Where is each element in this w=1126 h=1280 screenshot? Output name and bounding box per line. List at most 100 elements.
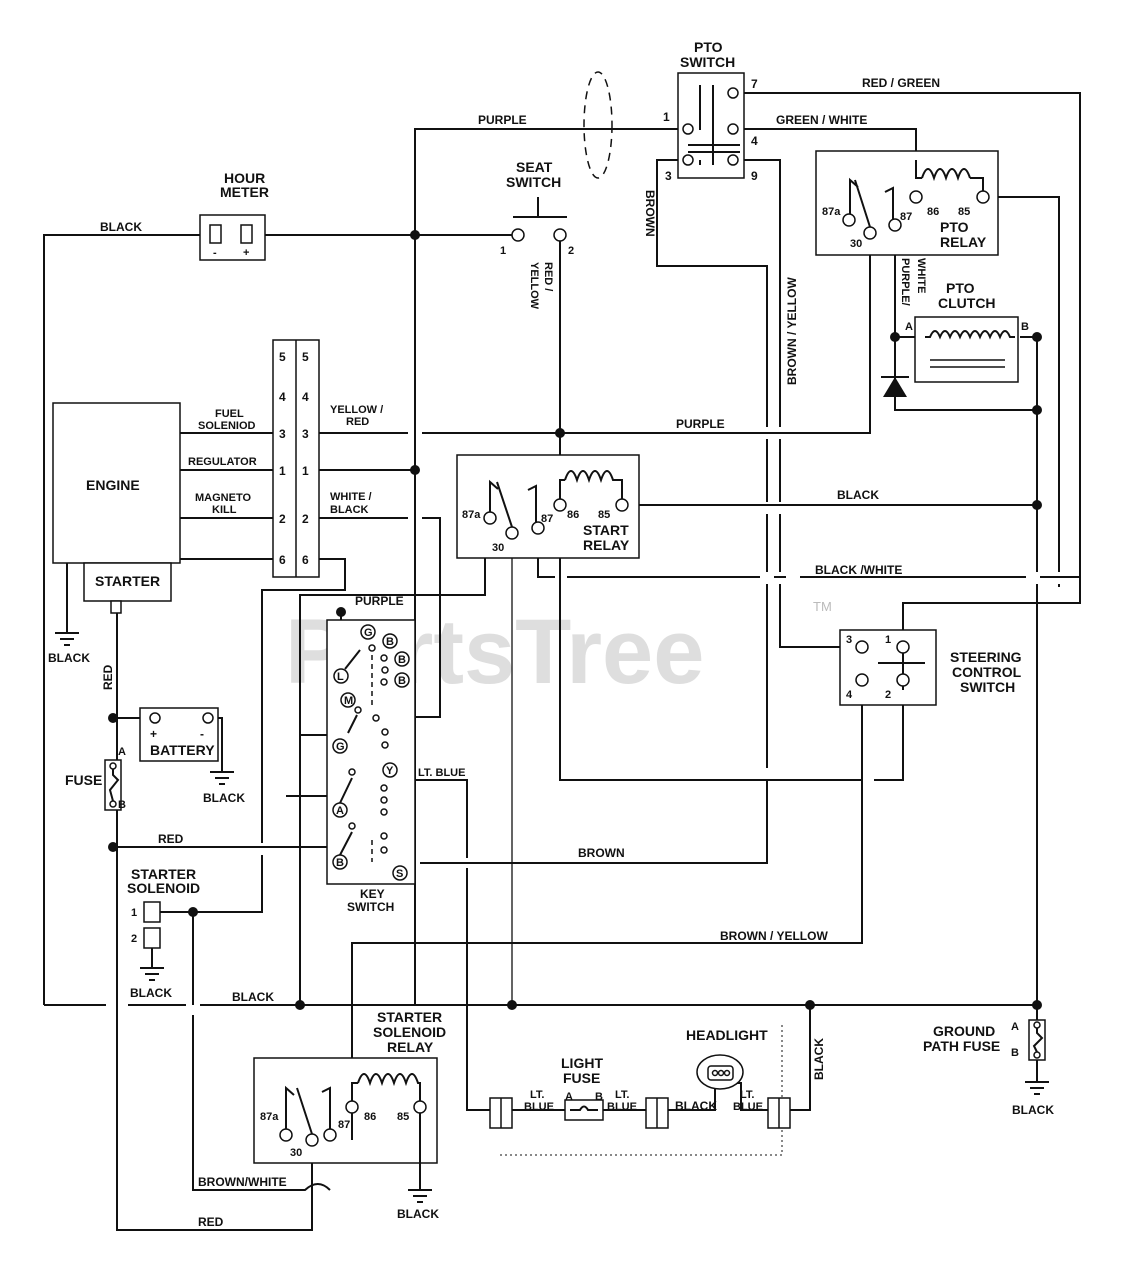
svg-text:5: 5 [279,350,286,364]
svg-text:87a: 87a [462,509,481,521]
wire-red-green [733,92,1081,644]
light-circuit: LT. BLUE LIGHT FUSE A B LT. BLUE BLACK H… [489,1027,826,1129]
svg-text:CLUTCH: CLUTCH [938,295,996,311]
svg-text:2: 2 [279,512,286,526]
svg-text:STEERING: STEERING [950,649,1022,665]
svg-text:RELAY: RELAY [940,234,987,250]
svg-text:PTO: PTO [946,280,975,296]
brown-key: BROWN [578,846,625,860]
svg-text:86: 86 [927,206,939,218]
svg-text:START: START [583,522,629,538]
svg-text:30: 30 [290,1147,302,1159]
svg-text:85: 85 [397,1111,409,1123]
svg-text:BLUE: BLUE [607,1101,637,1113]
svg-text:86: 86 [364,1111,376,1123]
svg-text:86: 86 [567,509,579,521]
svg-text:4: 4 [302,390,309,404]
black-white: BLACK /WHITE [815,563,902,577]
svg-text:87a: 87a [822,206,841,218]
svg-text:B: B [398,675,406,687]
svg-text:85: 85 [598,509,610,521]
svg-text:3: 3 [302,427,309,441]
red-fuse: RED [158,832,184,846]
brown-white: BROWN/WHITE [198,1175,287,1189]
red-vertical: RED [101,664,115,690]
wire-yellow-red [306,233,871,434]
svg-text:1: 1 [302,464,309,478]
svg-text:G: G [364,627,373,639]
svg-text:RELAY: RELAY [583,537,630,553]
black-headlight: BLACK [675,1099,717,1113]
green-white: GREEN / WHITE [776,113,867,127]
svg-text:METER: METER [220,184,269,200]
svg-text:BLUE: BLUE [524,1101,554,1113]
svg-text:A: A [905,321,913,333]
svg-text:M: M [344,695,353,707]
svg-text:1: 1 [500,245,506,257]
wire-black-left [43,234,218,1005]
svg-text:B: B [336,857,344,869]
starter-solenoid: STARTER SOLENOID 1 2 BLACK [127,866,200,1000]
svg-text:PATH FUSE: PATH FUSE [923,1038,1000,1054]
svg-text:87: 87 [338,1119,350,1131]
svg-text:CONTROL: CONTROL [952,664,1022,680]
red-yellow-2: YELLOW [528,262,540,310]
black-battery-gnd: BLACK [203,791,245,805]
white-black-2: BLACK [330,504,369,516]
purple-key: PURPLE [355,594,404,608]
red-bottom: RED [198,1215,224,1229]
svg-text:5: 5 [302,350,309,364]
black-sol-gnd: BLACK [130,986,172,1000]
wire-black-white [537,532,1080,578]
dashed-ellipse [583,71,613,179]
pto-clutch: PTO CLUTCH A B PURPLE/ WHITE [881,258,1029,397]
junctions [108,230,1042,1010]
ground-path-fuse: GROUND PATH FUSE A B BLACK [923,1019,1054,1117]
magneto-label-2: KILL [212,504,237,516]
black-bottom: BLACK [232,990,274,1004]
hour-meter: HOUR METER - + BLACK [100,170,269,261]
svg-text:A: A [118,746,126,758]
svg-text:1: 1 [663,110,670,124]
svg-text:-: - [200,727,204,741]
wire-purple-white [894,233,1037,411]
svg-text:A: A [565,1091,573,1103]
svg-text:BLUE: BLUE [733,1101,763,1113]
pto-switch: PTO SWITCH 7 1 4 3 9 [663,39,758,183]
wire-red-bottom [116,1005,313,1231]
wire-brown [420,159,768,864]
key-switch: KEY SWITCH PURPLE G B L B B M G Y A B S [326,594,416,914]
svg-text:Y: Y [386,765,394,777]
svg-text:B: B [118,799,126,811]
svg-text:SWITCH: SWITCH [347,900,394,914]
lt-blue: LT. BLUE [418,767,465,779]
svg-text:B: B [386,636,394,648]
starter-box [83,562,172,602]
purple-mid: PURPLE [676,417,725,431]
svg-text:B: B [595,1091,603,1103]
svg-text:SWITCH: SWITCH [506,174,561,190]
svg-text:87a: 87a [260,1111,279,1123]
svg-text:B: B [1021,321,1029,333]
black-ground-fuse: BLACK [1012,1103,1054,1117]
wire-green-white [733,128,917,160]
svg-text:SWITCH: SWITCH [680,54,735,70]
yellow-red-1: YELLOW / [330,404,383,416]
svg-text:9: 9 [751,169,758,183]
svg-text:LT.: LT. [740,1089,754,1101]
black-light-vertical: BLACK [812,1038,826,1080]
svg-text:4: 4 [279,390,286,404]
svg-text:30: 30 [492,542,504,554]
svg-text:SOLENOID: SOLENOID [127,880,200,896]
wire-black-light [790,1005,811,1111]
purple-top: PURPLE [478,113,527,127]
svg-text:FUSE: FUSE [563,1070,600,1086]
svg-text:85: 85 [958,206,970,218]
svg-text:87: 87 [541,513,553,525]
svg-text:7: 7 [751,77,758,91]
svg-text:STARTER: STARTER [131,866,196,882]
svg-text:A: A [1011,1021,1019,1033]
svg-text:B: B [1011,1047,1019,1059]
svg-text:B: B [398,654,406,666]
